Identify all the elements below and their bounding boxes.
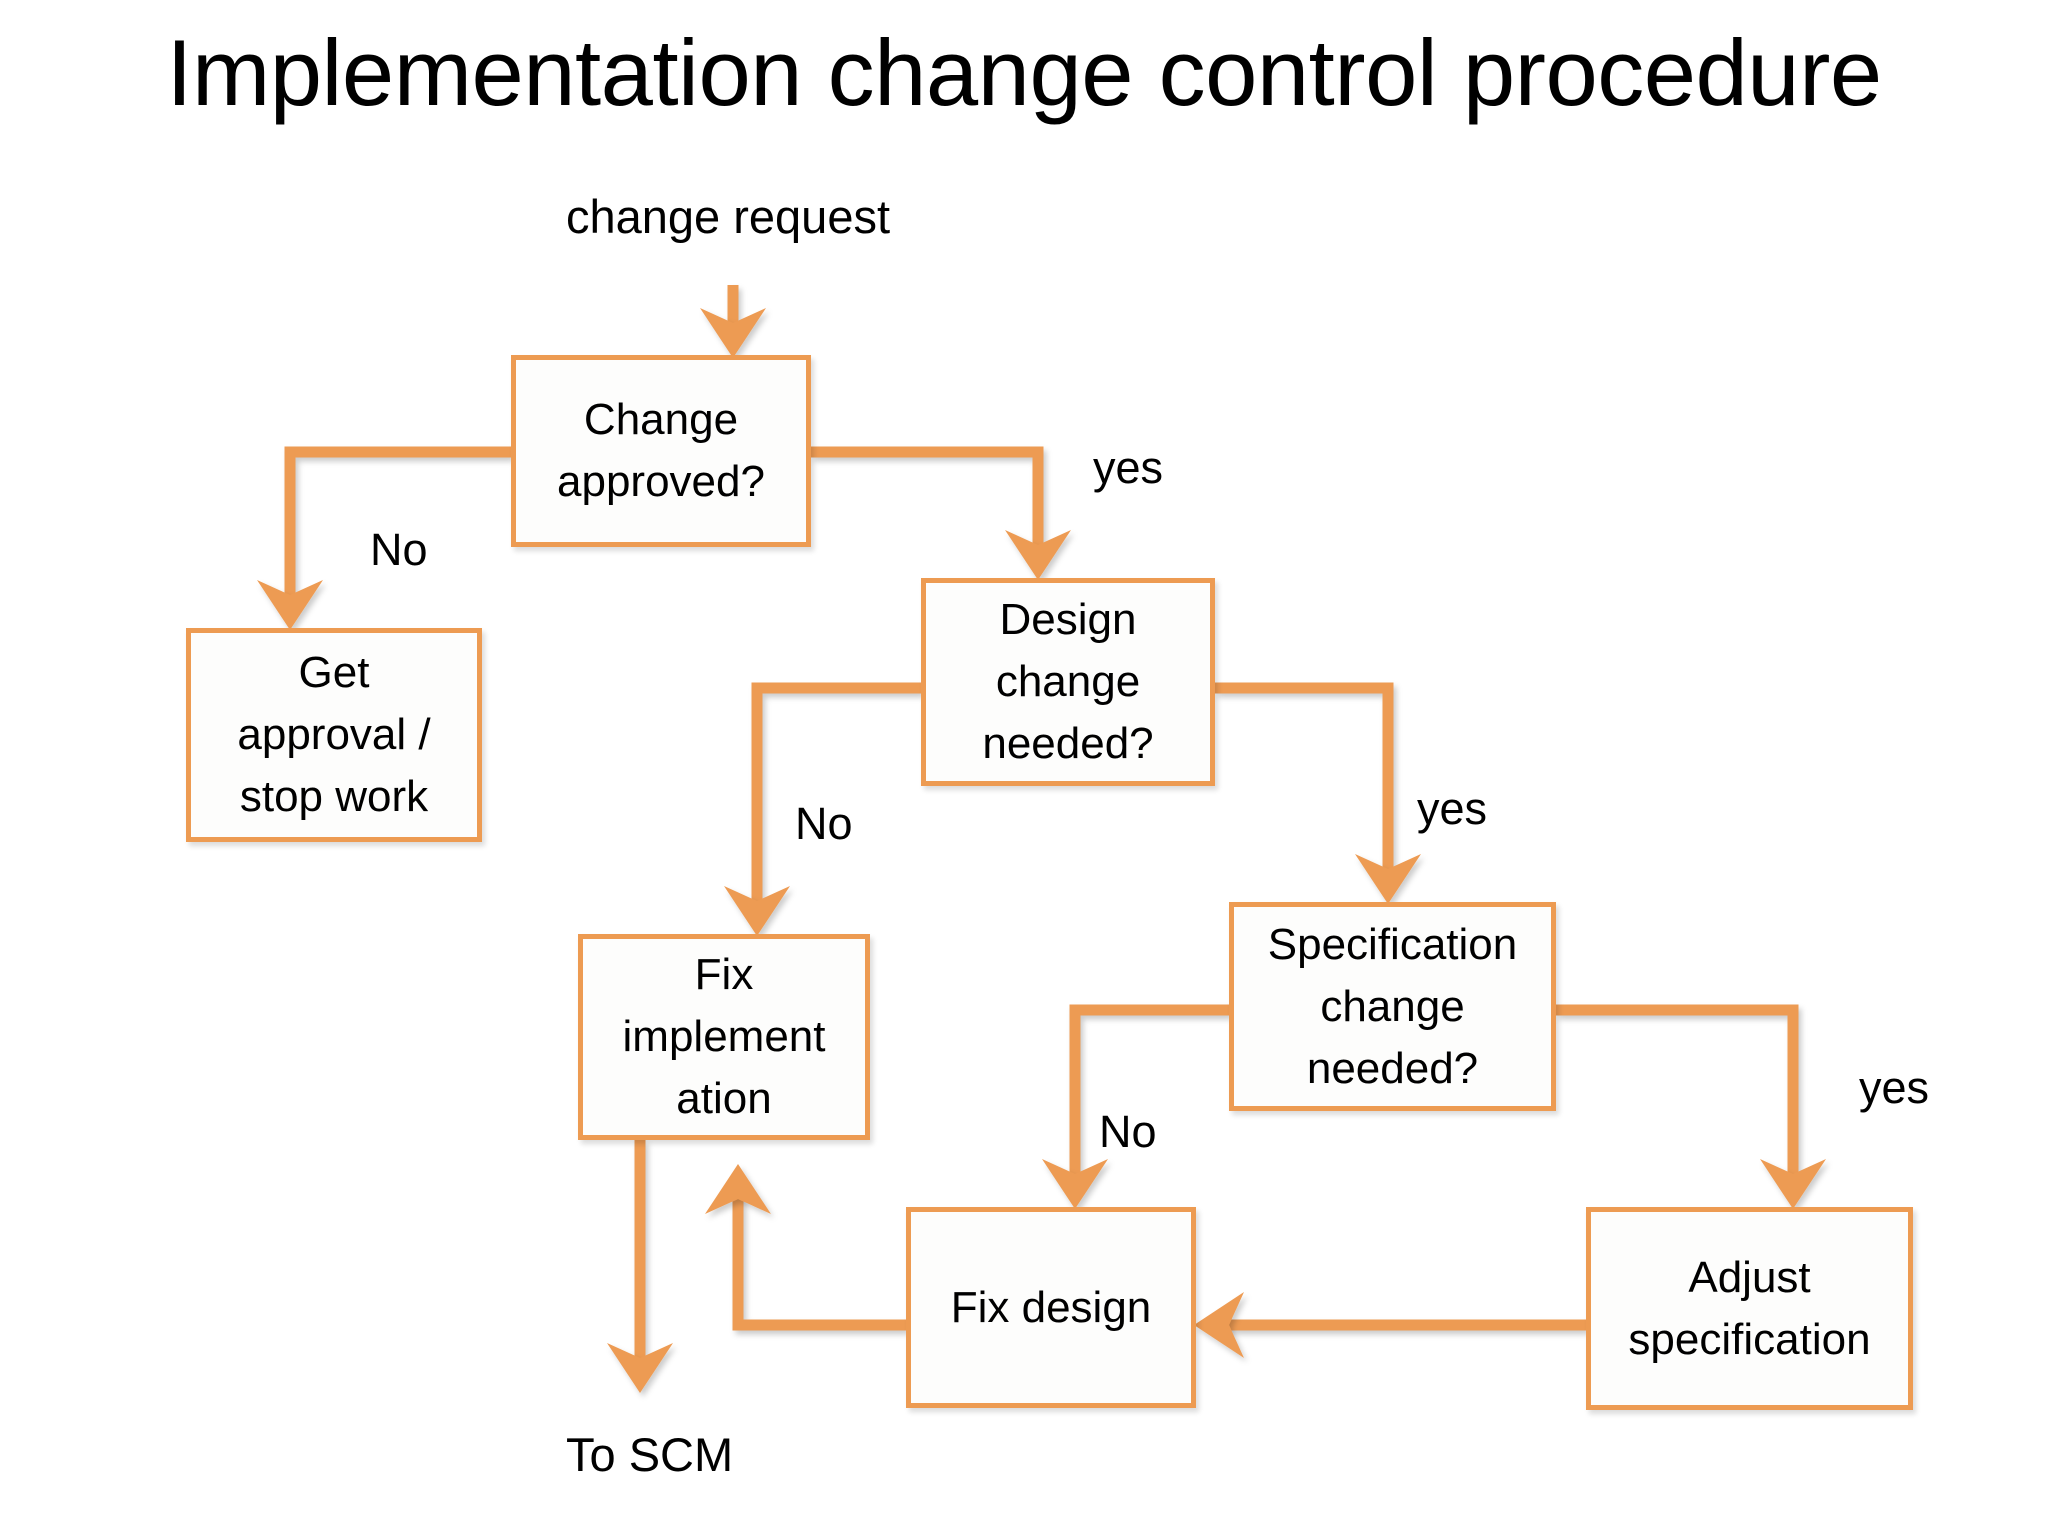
arrowhead-into-design-change <box>1005 530 1071 580</box>
node-specification-change-needed[interactable]: Specification change needed? <box>1229 902 1556 1111</box>
node-change-approved[interactable]: Change approved? <box>511 355 811 547</box>
edge-fix-design-to-fix-impl <box>732 1192 906 1331</box>
edge-label-no-design-change: No <box>795 798 853 849</box>
edge-spec-change-yes <box>1556 1004 1799 1181</box>
edge-label-yes-change-approved: yes <box>1093 442 1164 493</box>
edge-label-no-change-approved: No <box>370 524 428 575</box>
edge-label-yes-design-change: yes <box>1417 783 1488 834</box>
arrowhead-into-fix-design-right <box>1194 1292 1244 1358</box>
arrowhead-into-fix-design-top <box>1042 1159 1108 1209</box>
arrowhead-to-scm <box>607 1343 673 1393</box>
arrowhead-into-change-approved <box>700 308 766 358</box>
entry-label-change-request: change request <box>566 190 891 243</box>
edge-change-approved-yes <box>811 446 1044 552</box>
node-change-approved-label: Change approved? <box>557 395 765 506</box>
node-design-change-label: Design change needed? <box>982 595 1154 768</box>
edge-label-yes-spec-change: yes <box>1859 1062 1930 1113</box>
exit-label-to-scm: To SCM <box>566 1428 734 1481</box>
node-fix-implementation[interactable]: Fix implement ation <box>578 934 870 1140</box>
node-fix-implementation-label: Fix implement ation <box>622 950 826 1123</box>
node-specification-change-label: Specification change needed? <box>1267 919 1518 1093</box>
node-adjust-specification-label: Adjust specification <box>1628 1252 1871 1364</box>
node-get-approval-label: Get approval / stop work <box>237 648 431 821</box>
node-design-change-needed[interactable]: Design change needed? <box>921 578 1215 786</box>
node-fix-design-label: Fix design <box>950 1282 1152 1332</box>
arrowhead-into-get-approval <box>257 580 323 630</box>
arrowhead-into-adjust-spec <box>1760 1159 1826 1209</box>
edge-label-no-spec-change: No <box>1099 1106 1157 1157</box>
node-get-approval[interactable]: Get approval / stop work <box>186 628 482 842</box>
node-adjust-specification[interactable]: Adjust specification <box>1586 1207 1913 1410</box>
arrowhead-into-spec-change <box>1355 854 1421 904</box>
arrowhead-into-fix-impl-bottom <box>705 1164 771 1214</box>
page-title: Implementation change control procedure <box>166 20 1882 125</box>
arrowhead-into-fix-impl-top <box>724 886 790 936</box>
node-fix-design[interactable]: Fix design <box>906 1207 1196 1408</box>
edge-design-change-yes <box>1215 682 1394 876</box>
